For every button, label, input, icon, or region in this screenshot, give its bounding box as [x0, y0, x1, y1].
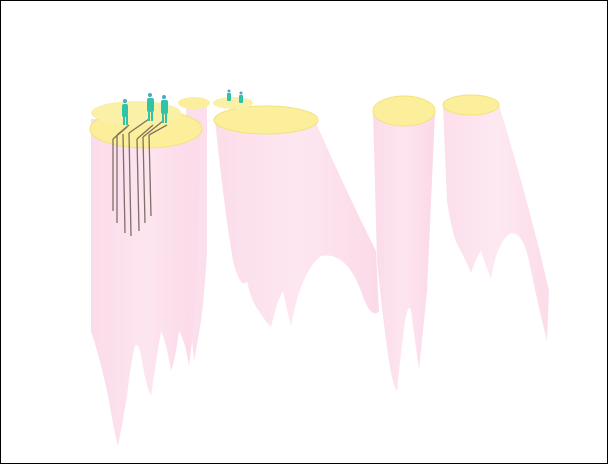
pillar-middle-cap	[214, 106, 318, 134]
pillar-left-rear-cap	[178, 97, 210, 109]
figure-5[interactable]	[239, 92, 243, 104]
pillar-right-center-cap	[373, 96, 435, 126]
pillar-right-center	[373, 96, 435, 391]
pillar-right-center-body	[373, 111, 435, 391]
figure-4[interactable]	[227, 90, 231, 102]
pillar-middle-back-cap	[213, 97, 253, 109]
pillar-left-body	[91, 119, 201, 446]
pillar-middle-body	[215, 119, 379, 327]
pillar-far-right-body	[443, 105, 549, 341]
pillar-left	[90, 93, 210, 446]
pillar-middle	[213, 90, 379, 328]
pillar-far-right	[443, 95, 549, 341]
pillar-far-right-cap	[443, 95, 499, 115]
